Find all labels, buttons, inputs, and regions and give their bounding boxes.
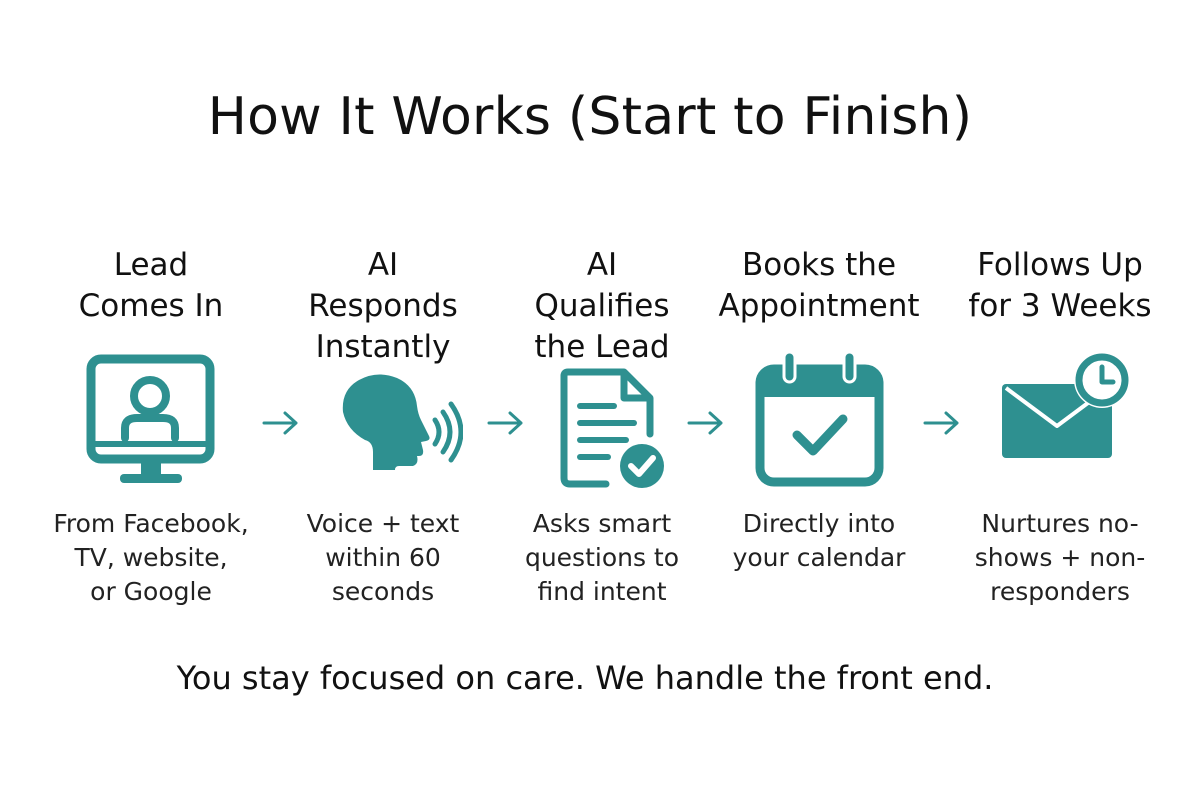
arrow-right-icon: [922, 408, 962, 438]
document-check-icon: [522, 350, 682, 500]
footer-tagline: You stay focused on care. We handle the …: [176, 659, 994, 697]
step-title: AI Responds Instantly: [308, 247, 458, 365]
arrow-right-icon: [486, 408, 526, 438]
step-title: Books the Appointment: [718, 247, 920, 324]
step-title: Follows Up for 3 Weeks: [968, 247, 1152, 324]
page-title: How It Works (Start to Finish): [207, 87, 973, 147]
step-ai-qualifies: AI Qualifies the Lead Asks smart questio…: [482, 0, 722, 800]
step-description: Asks smart questions to find intent: [524, 509, 680, 606]
speaking-head-icon: [303, 350, 463, 500]
step-description: Directly into your calendar: [732, 509, 906, 572]
step-lead-comes-in: Lead Comes In From Facebook, TV, website…: [31, 0, 271, 800]
monitor-user-icon: [71, 350, 231, 500]
step-title: AI Qualifies the Lead: [534, 247, 670, 365]
envelope-clock-icon: [980, 350, 1140, 500]
step-follows-up: Follows Up for 3 Weeks Nurtures no- show…: [940, 0, 1180, 800]
step-title: Lead Comes In: [78, 247, 224, 324]
step-description: From Facebook, TV, website, or Google: [53, 509, 249, 606]
arrow-right-icon: [686, 408, 726, 438]
step-ai-responds: AI Responds Instantly Voice + text withi…: [263, 0, 503, 800]
calendar-check-icon: [739, 350, 899, 500]
step-description: Nurtures no- shows + non- responders: [974, 509, 1146, 606]
step-description: Voice + text within 60 seconds: [306, 509, 460, 606]
step-books-appointment: Books the Appointment Directly into your…: [699, 0, 939, 800]
arrow-right-icon: [261, 408, 301, 438]
